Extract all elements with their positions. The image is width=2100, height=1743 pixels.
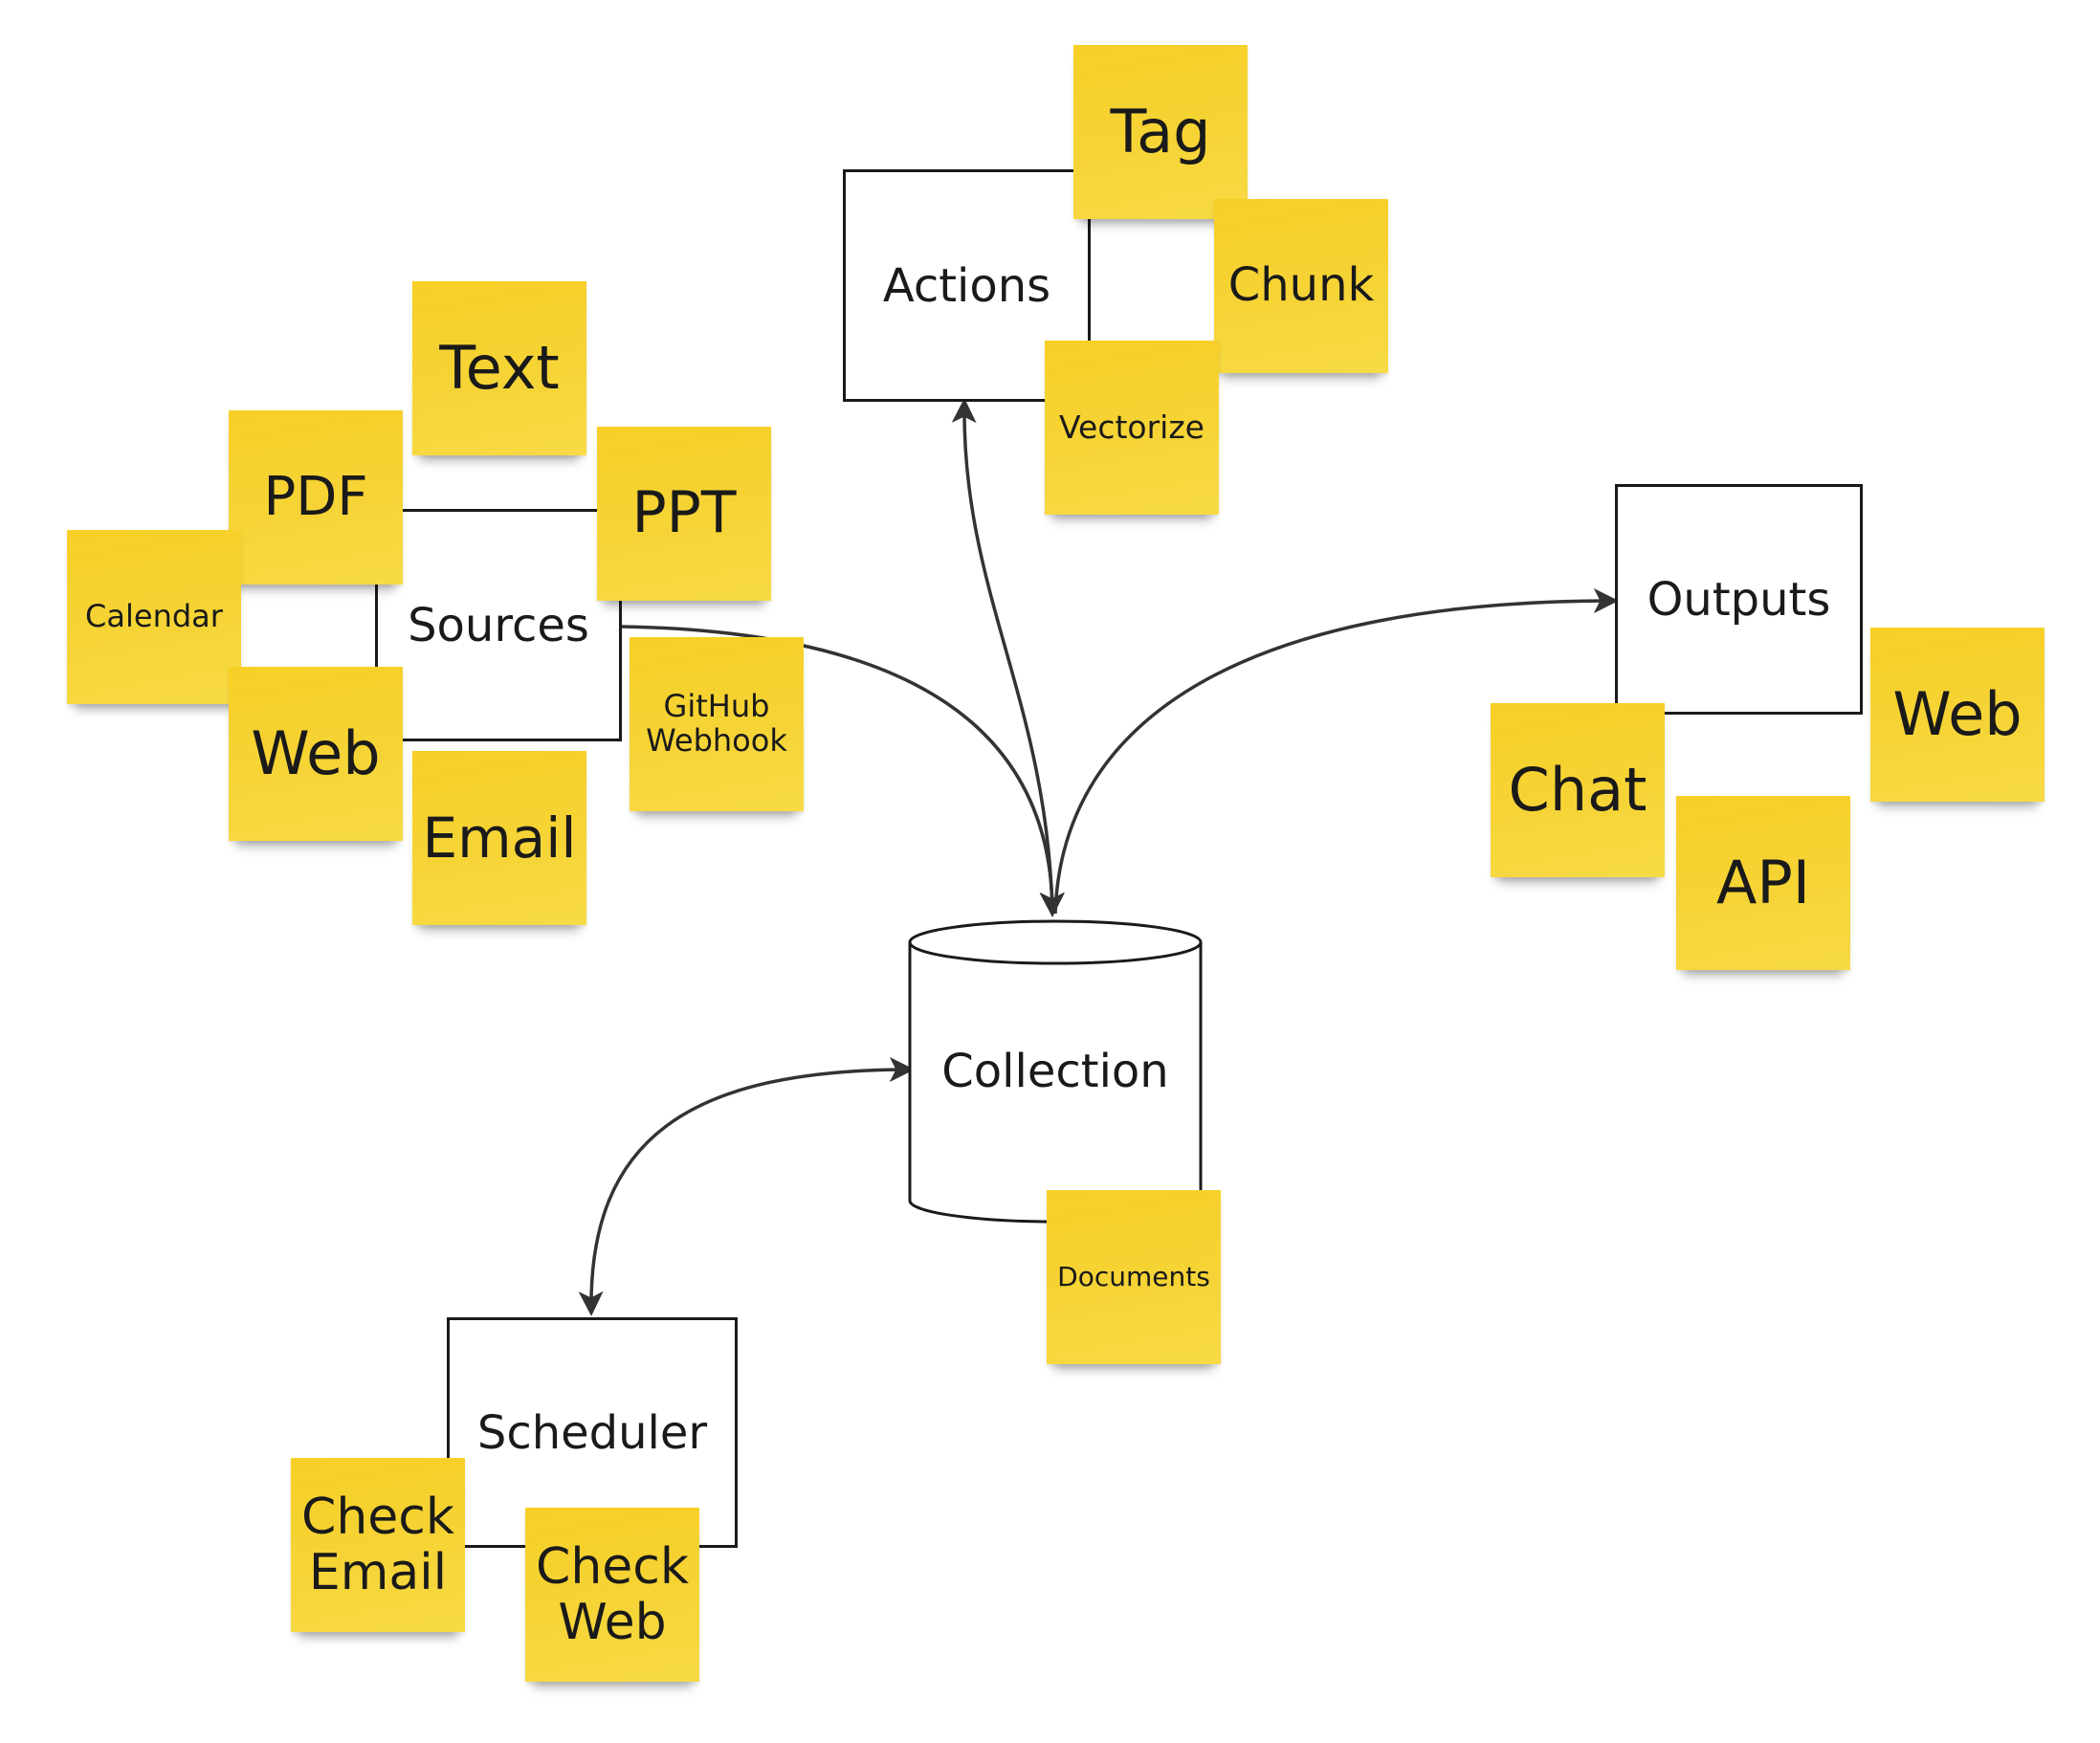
sticky-chat: Chat bbox=[1491, 703, 1665, 877]
sources-label: Sources bbox=[408, 598, 589, 652]
sources-box: Sources bbox=[375, 509, 622, 741]
sticky-web-output: Web bbox=[1870, 628, 2045, 802]
collection-label: Collection bbox=[941, 1045, 1169, 1098]
sticky-ppt: PPT bbox=[597, 427, 771, 601]
sticky-check-web: Check Web bbox=[525, 1508, 699, 1682]
edge-actions-collection bbox=[951, 398, 1065, 917]
sticky-documents: Documents bbox=[1047, 1190, 1221, 1364]
sticky-tag: Tag bbox=[1073, 45, 1248, 219]
sticky-pdf: PDF bbox=[229, 410, 403, 585]
scheduler-label: Scheduler bbox=[476, 1405, 708, 1460]
sticky-github-webhook: GitHub Webhook bbox=[630, 637, 804, 811]
sticky-text: Text bbox=[412, 281, 586, 455]
sticky-email: Email bbox=[412, 751, 586, 925]
edge-collection-outputs bbox=[1053, 588, 1619, 915]
sticky-chunk: Chunk bbox=[1214, 199, 1388, 373]
sticky-api: API bbox=[1676, 796, 1850, 970]
actions-label: Actions bbox=[882, 258, 1051, 313]
sticky-check-email: Check Email bbox=[291, 1458, 465, 1632]
outputs-box: Outputs bbox=[1615, 484, 1863, 715]
sticky-calendar: Calendar bbox=[67, 530, 241, 704]
sticky-web-source: Web bbox=[229, 667, 403, 841]
outputs-label: Outputs bbox=[1647, 572, 1831, 627]
edge-collection-scheduler bbox=[578, 1057, 915, 1316]
sticky-vectorize: Vectorize bbox=[1045, 341, 1219, 515]
